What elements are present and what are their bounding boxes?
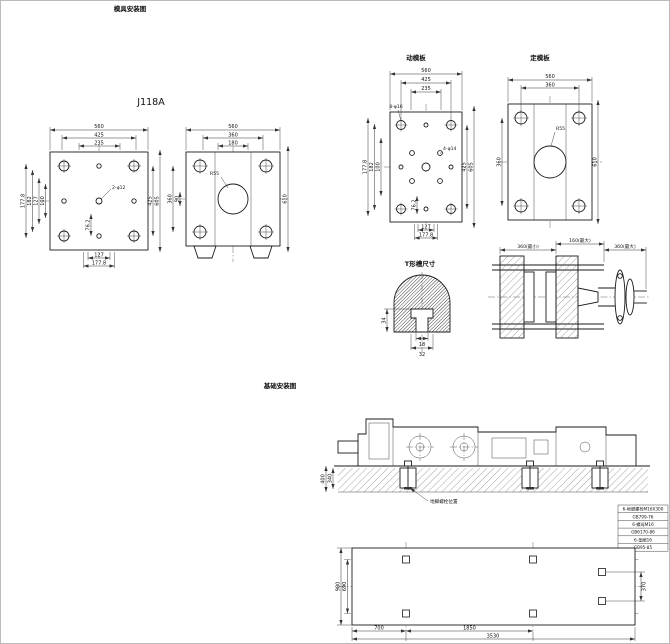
model-label: J118A bbox=[136, 97, 165, 108]
dim-label: 605 bbox=[155, 196, 161, 206]
t-slot-section: T形槽尺寸 34 18 32 bbox=[382, 259, 451, 358]
dim-label: 34 bbox=[382, 317, 388, 323]
dim-label: 90 bbox=[175, 196, 181, 202]
table-row: 6-垫圈16 bbox=[634, 536, 652, 543]
dim-label: 127 bbox=[94, 253, 104, 259]
sheet-title-foundation: 基础安装图 bbox=[263, 381, 297, 390]
dim-label: 560 bbox=[228, 124, 238, 130]
clamping-unit-side-view: 360(最小) 160(最大) 360(最大) bbox=[488, 237, 650, 339]
platen-b-front-view: R55 560 360 180 360 90 610 bbox=[168, 124, 290, 262]
dim-label: 127 bbox=[421, 225, 431, 231]
platen-a-plate bbox=[49, 151, 149, 251]
fixed-platen-label: 定模板 bbox=[529, 53, 550, 62]
foundation-plan-view: 980 690 370 700 1850 3530 bbox=[336, 542, 648, 641]
dim-label: 160(最大) bbox=[569, 237, 591, 244]
mold-half-fixed bbox=[545, 271, 557, 323]
dim-label: 360(最小) bbox=[517, 243, 539, 250]
t-slot-block bbox=[393, 274, 451, 333]
mold-half-moving bbox=[523, 271, 535, 323]
moving-platen-view: 动模板 8-φ16 4-φ14 560 425 235 177.8 182 10… bbox=[363, 53, 476, 240]
parts-table: 6-地脚螺栓M16X300 GB799-76 6-螺母M16 GB6170-86… bbox=[617, 504, 669, 552]
flange-outer bbox=[614, 269, 626, 325]
dim-label: 700 bbox=[374, 626, 384, 632]
fixed-platen-plate bbox=[507, 103, 593, 221]
anchor-bolt-hole bbox=[529, 609, 537, 618]
dim-label: 235 bbox=[94, 141, 104, 147]
dim-label: 177.8 bbox=[419, 233, 433, 239]
dim-label: 360 bbox=[497, 157, 503, 167]
platen-a-front-view: 2-φ12 560 425 235 177.8 182 127 100 425 … bbox=[21, 124, 162, 268]
dim-label: 182 bbox=[27, 196, 33, 206]
machine-side-view: 400 340 地脚螺栓位置 bbox=[321, 418, 650, 505]
dim-label: 400 bbox=[321, 474, 327, 484]
dim-label: 360 bbox=[168, 194, 174, 204]
moving-platen-label: 动模板 bbox=[406, 53, 426, 62]
dim-label: 610 bbox=[283, 194, 289, 204]
dim-label: 177.8 bbox=[21, 194, 27, 208]
dim-label: 605 bbox=[469, 162, 475, 172]
dim-label: 100 bbox=[376, 162, 382, 172]
dim-label: 76.2 bbox=[86, 219, 92, 230]
anchor-bolt-hole bbox=[402, 555, 410, 564]
anchor-bolt-hole bbox=[598, 568, 606, 576]
hole-note: 8-φ16 bbox=[389, 104, 403, 110]
foundation-outline bbox=[351, 547, 636, 626]
dim-label: 425 bbox=[94, 133, 104, 139]
dim-label: 32 bbox=[419, 352, 425, 358]
anchor-bolt-hole bbox=[402, 609, 410, 618]
dim-label: 76.2 bbox=[412, 199, 418, 210]
dim-label: 560 bbox=[94, 124, 104, 130]
table-row: GB799-76 bbox=[633, 514, 654, 519]
dim-label: 177.8 bbox=[92, 261, 106, 267]
dim-label: 18 bbox=[419, 342, 425, 348]
sheet-title-mold-install: 模具安装图 bbox=[114, 4, 147, 13]
table-row: 6-地脚螺栓M16X300 bbox=[623, 506, 664, 513]
anchor-bolt-note: 地脚螺栓位置 bbox=[430, 498, 458, 505]
dim-label: 182 bbox=[369, 162, 375, 172]
t-slot-label: T形槽尺寸 bbox=[405, 259, 436, 268]
dim-label: 3530 bbox=[487, 634, 500, 640]
dim-label: 1850 bbox=[463, 626, 476, 632]
dim-label: 360 bbox=[545, 83, 555, 89]
moving-platen-plate bbox=[389, 111, 463, 223]
dim-label: 980 bbox=[336, 582, 342, 592]
dim-label: 340 bbox=[328, 474, 334, 484]
dim-label: 560 bbox=[545, 74, 555, 80]
dim-label: 425 bbox=[462, 162, 468, 172]
dim-label: 360(最大) bbox=[614, 243, 636, 250]
table-row: 6-螺母M16 bbox=[632, 521, 654, 528]
fixed-platen-view: 定模板 R55 560 360 360 610 bbox=[497, 53, 602, 228]
hole-note: 2-φ12 bbox=[112, 185, 126, 191]
dim-label: 235 bbox=[421, 86, 431, 92]
moving-platen-section bbox=[499, 255, 525, 339]
dim-label: 560 bbox=[421, 68, 431, 74]
dim-label: 360 bbox=[228, 133, 238, 139]
dim-label: 610 bbox=[593, 157, 599, 167]
dim-label: 370 bbox=[642, 582, 648, 592]
dim-label: 100 bbox=[40, 196, 46, 206]
dim-label: 127 bbox=[34, 196, 40, 206]
fixed-platen-section bbox=[555, 255, 579, 339]
tail-rod bbox=[337, 440, 359, 454]
flange-inner bbox=[625, 278, 635, 316]
radius-note: R55 bbox=[556, 126, 565, 132]
platen-b-plate bbox=[185, 151, 281, 247]
dim-label: 180 bbox=[228, 141, 238, 147]
t-slot-cavity bbox=[410, 308, 434, 333]
dim-label: 425 bbox=[148, 196, 154, 206]
table-row: GB95-85 bbox=[634, 545, 653, 550]
anchor-bolt-hole bbox=[529, 555, 537, 564]
nozzle-cone bbox=[577, 287, 599, 307]
dim-label: 177.8 bbox=[363, 160, 369, 174]
radius-note: R55 bbox=[210, 171, 219, 177]
dim-label: 425 bbox=[421, 77, 431, 83]
dim-label: 690 bbox=[342, 582, 348, 592]
table-row: GB6170-86 bbox=[631, 530, 655, 535]
hole-note: 4-φ14 bbox=[443, 146, 457, 152]
anchor-bolt-hole bbox=[598, 597, 606, 605]
